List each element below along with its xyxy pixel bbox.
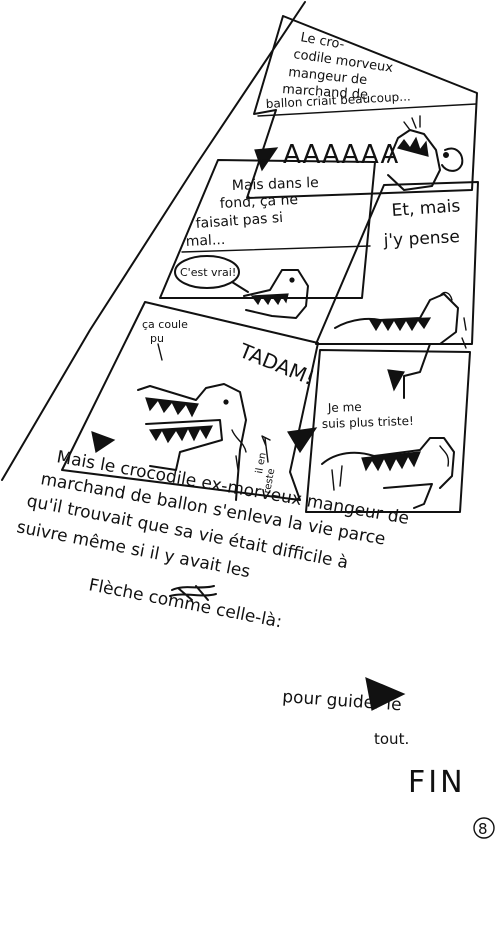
page-number-circle [473, 817, 495, 839]
ending-text: FIN [408, 765, 466, 800]
p4-note-line: reste [262, 468, 277, 495]
p1-caption-line: marchand de [282, 82, 369, 103]
p2-caption-line: faisait pas si [195, 210, 283, 232]
p3-caption-line: Et, mais [391, 196, 461, 221]
p4-note-line: pu [150, 332, 164, 345]
crocodile-head-icon [334, 291, 467, 399]
speech-bubble [174, 255, 240, 289]
p1-scream-text: AAAAAA [283, 140, 399, 170]
panel-1: Le cro- codile morveux mangeur de marcha… [246, 15, 478, 199]
page-number: 8 [478, 820, 488, 838]
p2-caption-line: Mais dans le [232, 175, 319, 194]
crocodile-head-icon [137, 383, 247, 501]
arrow-marker-icon [365, 677, 406, 711]
p5-caption-line: suis plus triste! [322, 414, 414, 431]
panel-2: Mais dans le fond, ça ne faisait pas si … [159, 159, 376, 319]
p3-caption-line: j'y pense [382, 227, 460, 251]
crocodile-head-icon [243, 269, 309, 319]
crocodile-head-icon [387, 115, 464, 191]
narration: Mais le crocodile ex-morveux mangeur de … [15, 447, 410, 748]
p5-caption-line: Je me [327, 400, 362, 415]
panel-5: Je me suis plus triste! [305, 349, 471, 513]
p4-note-line: il en [254, 452, 269, 475]
p2-speech-text: C'est vrai! [180, 266, 236, 279]
scribble-mark [169, 585, 217, 601]
p2-caption-line: fond, ça ne [219, 192, 298, 212]
p4-note-line: ça coule [142, 318, 188, 331]
narration-line: tout. [374, 730, 409, 748]
p2-caption-line: mal... [185, 232, 225, 250]
panel-3: Et, mais j'y pense [315, 181, 479, 399]
arrow-marker-icon [387, 369, 405, 392]
narration-line: Flèche comme celle-là: [87, 575, 284, 632]
arrow-marker-icon [287, 427, 318, 454]
crocodile-head-icon [321, 437, 455, 509]
page-edge-line [1, 1, 306, 481]
arrow-marker-icon [91, 431, 116, 453]
p4-sound-text: TADAM! [235, 338, 318, 390]
